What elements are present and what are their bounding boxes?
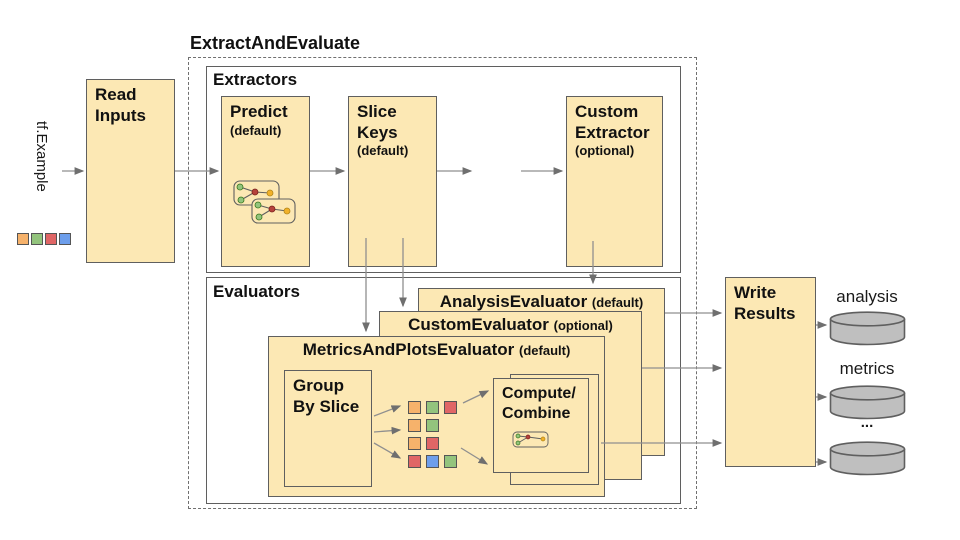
custom-extractor-qualifier: (optional) <box>575 143 635 159</box>
blue-data-square <box>426 455 439 468</box>
output-analysis-label: analysis <box>836 287 898 306</box>
read-inputs-label: Read Inputs <box>95 85 146 125</box>
analysis-database-icon <box>829 311 906 346</box>
predict-qualifier: (default) <box>230 122 282 138</box>
red-data-square <box>408 455 421 468</box>
green-data-square <box>426 401 439 414</box>
orange-data-square <box>408 401 421 414</box>
orange-data-square <box>17 233 29 245</box>
analysis-evaluator-label: AnalysisEvaluator <box>439 292 588 311</box>
write-results-label: Write Results <box>734 283 796 323</box>
group-by-slice-label: Group By Slice <box>293 376 360 416</box>
orange-data-square <box>408 419 421 432</box>
analysis-evaluator-qualifier: (default) <box>591 295 644 310</box>
read-inputs-box: Read Inputs <box>86 79 175 263</box>
red-data-square <box>426 437 439 450</box>
other-database-icon <box>829 441 906 476</box>
sliced-data-squares <box>408 401 457 473</box>
slice-keys-label: Slice Keys <box>357 102 398 142</box>
metrics-and-plots-evaluator-label: MetricsAndPlotsEvaluator <box>302 340 515 359</box>
compute-combine-box: Compute/ Combine <box>493 378 589 473</box>
green-data-square <box>31 233 43 245</box>
custom-evaluator-label: CustomEvaluator <box>408 315 549 334</box>
metrics-database-icon <box>829 385 906 420</box>
green-data-square <box>426 419 439 432</box>
combine-graph-icon <box>512 431 549 448</box>
write-results-box: Write Results <box>725 277 816 467</box>
custom-extractor-box: Custom Extractor (optional) <box>566 96 663 267</box>
predict-label: Predict <box>230 102 288 121</box>
input-label: tf.Example <box>33 121 50 192</box>
diagram-title: ExtractAndEvaluate <box>190 33 361 53</box>
model-graph-icon <box>233 180 296 224</box>
blue-data-square <box>59 233 71 245</box>
custom-extractor-label: Custom Extractor <box>575 102 650 142</box>
slice-keys-qualifier: (default) <box>357 143 409 159</box>
slice-keys-extractor-box: Slice Keys (default) <box>348 96 437 267</box>
input-example-squares <box>17 233 71 245</box>
red-data-square <box>444 401 457 414</box>
compute-combine-label: Compute/ Combine <box>502 385 576 422</box>
green-data-square <box>444 455 457 468</box>
extractors-label: Extractors <box>213 70 298 89</box>
extract-and-evaluate-container <box>188 57 697 509</box>
metrics-and-plots-evaluator-qualifier: (default) <box>519 343 571 358</box>
orange-data-square <box>408 437 421 450</box>
custom-evaluator-qualifier: (optional) <box>553 318 613 333</box>
red-data-square <box>45 233 57 245</box>
group-by-slice-box: Group By Slice <box>284 370 372 487</box>
evaluators-label: Evaluators <box>213 282 300 301</box>
output-metrics-label: metrics <box>839 359 895 378</box>
